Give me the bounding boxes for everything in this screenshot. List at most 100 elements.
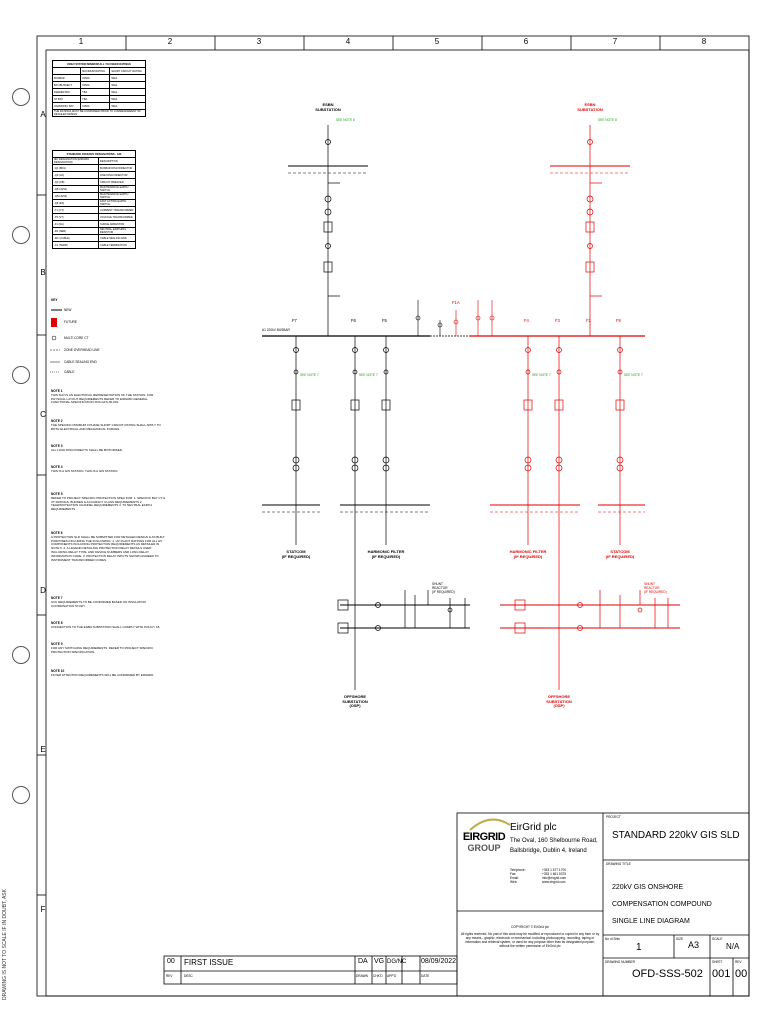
size-value: A3 (688, 940, 700, 950)
revision-rev: 00 (167, 958, 175, 965)
web: www.eirgrid.com (542, 880, 566, 884)
scale-label: SCALE (712, 937, 723, 941)
designations-header: IEC DESIGNATION (EIRGRID DESIGNATION) (52, 157, 99, 165)
shunt-reactor-right: SHUNT REACTOR (IF REQUIRED) (644, 582, 667, 594)
statcom-right-label: STATCOM (IF REQUIRED) (605, 549, 635, 559)
drawing-title-3: SINGLE LINE DIAGRAM (612, 918, 690, 925)
binder-hole (12, 646, 30, 664)
company-name: EirGrid plc (510, 822, 557, 833)
esbn-substation-left: ESBN SUBSTATION (315, 102, 341, 112)
fax-label: Fax: (510, 872, 517, 876)
revision-h-chkd: CHK'D (373, 974, 383, 978)
rev-value: 00 (735, 968, 748, 980)
logo-text: GROUP (467, 843, 501, 853)
copyright-title: COPYRIGHT © EirGrid plc (511, 925, 549, 929)
see-note-7: SEE NOTE 7 (359, 373, 378, 377)
bay-label: F1A (452, 300, 460, 305)
grid-col-4: 4 (345, 37, 351, 46)
table-cell: -F1 (SA) (52, 220, 99, 228)
note-title: NOTE 5 (51, 492, 63, 496)
table-cell: MAINTENANCE EARTH SWITCH (98, 192, 136, 200)
telephone: +353 1 677 1700 (542, 868, 567, 872)
table-cell: LINE DISCONNECTOR (98, 171, 136, 179)
note-text: THE SPECIFIC MINIMUM 3 PHASE SHORT CIRCU… (51, 422, 161, 431)
note-title: NOTE 9 (51, 642, 63, 646)
email-label: Email: (510, 876, 519, 880)
ratings-header: SHORT CIRCUIT RATING (109, 67, 146, 75)
table-cell: TBA (80, 88, 111, 96)
table-cell: 50kA (109, 81, 146, 89)
table-cell: -R1 (NER) (52, 227, 99, 235)
table-cell: -Q52 (ES2) (52, 192, 99, 200)
grid-col-2: 2 (167, 37, 173, 46)
designations-table-title: STANDARD 400/220kV DESIGNATIONS - GIS (52, 150, 136, 158)
note-text: THIS IS A GIS STATION. THIS IS A GIS STA… (51, 468, 119, 473)
note-title: NOTE 8 (51, 621, 63, 625)
revision-h-desc: DESC (184, 974, 193, 978)
grid-row-b: B (40, 268, 46, 277)
revision-drawn: DA (358, 958, 368, 965)
grid-col-1: 1 (78, 37, 84, 46)
offshore-substation-right: OFFSHORE SUBSTATION (OSP) (546, 694, 572, 709)
legend-title: KEY (51, 298, 58, 302)
legend-item-new: NEW (64, 308, 72, 312)
table-cell: 3150A (80, 74, 111, 82)
copyright-text: All rights reserved. No part of this wor… (460, 932, 600, 948)
legend-item-future: FUTURE (64, 320, 77, 324)
table-cell: -X1 (TERM) (52, 241, 99, 249)
see-note-7: SEE NOTE 7 (300, 373, 319, 377)
table-cell: NEUTRAL EARTHING RESISTOR (98, 227, 136, 235)
note-title: NOTE 1 (51, 389, 63, 393)
bay-label: F3 (555, 318, 560, 323)
contact-labels: Telephone: Fax: Email: Web: (510, 868, 526, 884)
grid-row-f: F (40, 905, 46, 914)
legend-item-cable: CABLE (64, 370, 75, 374)
revision-h-drawn: DRAWN (356, 974, 368, 978)
size-label: SIZE (676, 937, 684, 941)
logo-text: EIRGRID (462, 831, 506, 843)
eirgrid-logo: EIRGRID GROUP (462, 832, 506, 854)
no-of-shts: 1 (636, 942, 642, 953)
table-cell: HARMONIC BAY (51, 102, 82, 110)
table-cell: VOLTAGE TRANSFORMER (98, 213, 136, 221)
see-note-right: SEE NOTE 8 (598, 118, 617, 122)
table-cell: CURRENT TRANSFORMER (98, 206, 136, 214)
ratings-header: MAXIMUM RATING (80, 67, 111, 75)
table-cell: BAY/BUSSECT (51, 81, 82, 89)
grid-col-5: 5 (434, 37, 440, 46)
table-cell: CABLE SEALING END (98, 234, 136, 242)
table-cell: 50kA (109, 88, 146, 96)
note-title: NOTE 6 (51, 531, 63, 535)
table-cell: 50kA (109, 74, 146, 82)
table-cell: -W1 (CABLE) (52, 234, 99, 242)
esbn-substation-right: ESBN SUBSTATION (577, 102, 603, 112)
bay-label: F4 (524, 318, 529, 323)
drawing-number: OFD-SSS-502 (632, 968, 703, 980)
see-note-left: SEE NOTE 8 (336, 118, 355, 122)
ratings-header (51, 67, 82, 75)
grid-row-d: D (40, 586, 46, 595)
table-cell: SURGE ARRESTOR (98, 220, 136, 228)
table-cell: 3150A (80, 81, 111, 89)
legend-item-ct: MULTI CORE CT (64, 336, 89, 340)
grid-row-e: E (40, 745, 46, 754)
table-cell: 3150A (80, 102, 111, 110)
note-text: THIS SLD IS AN ELECTRICAL REPRESENTATION… (51, 392, 154, 405)
note-title: NOTE 2 (51, 419, 63, 423)
table-cell: FAST ACTING EARTH SWITCH (98, 199, 136, 207)
note-title: NOTE 7 (51, 596, 63, 600)
table-cell: -Q0 (CB) (52, 178, 99, 186)
rev-label: REV (735, 960, 742, 964)
shunt-reactor-left: SHUNT REACTOR (IF REQUIRED) (432, 582, 455, 594)
email: info@eirgrid.com (542, 876, 567, 880)
web-label: Web: (510, 880, 518, 884)
table-cell: TBA (80, 95, 111, 103)
bay-label: F2 (586, 318, 591, 323)
table-cell: BUSBAR (51, 74, 82, 82)
address-line-1: The Oval, 160 Shelbourne Road, (510, 838, 598, 844)
